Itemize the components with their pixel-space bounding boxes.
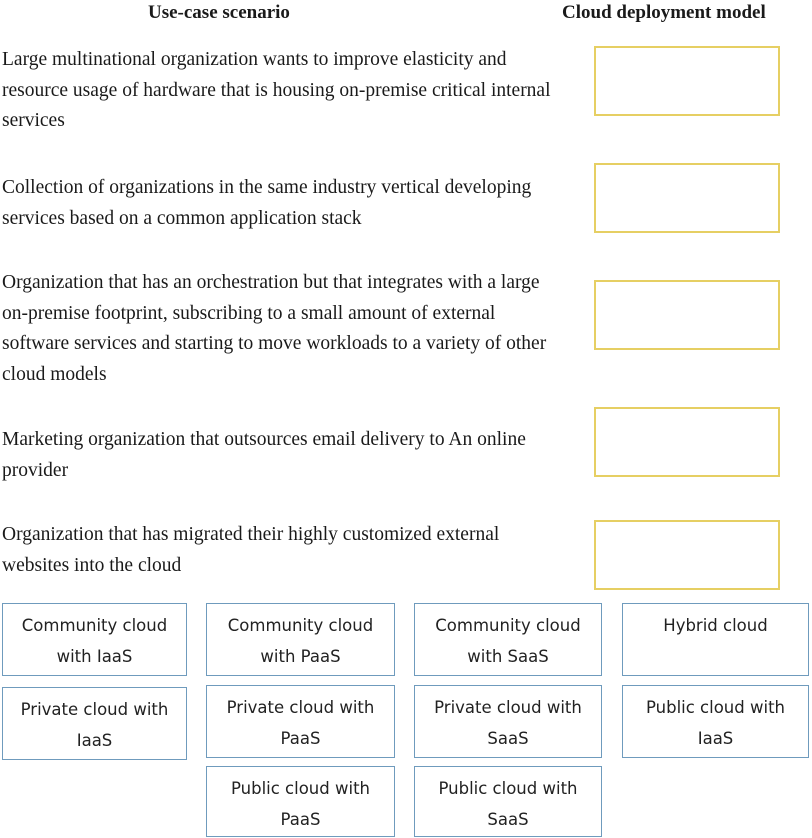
option-hybrid-cloud[interactable]: Hybrid cloud [622, 603, 809, 676]
scenario-4-text: Marketing organization that outsources e… [2, 429, 526, 481]
cloud-deployment-model-header: Cloud deployment model [562, 2, 766, 23]
option-label: Community cloud with SaaS [435, 616, 581, 666]
option-private-cloud-paas[interactable]: Private cloud with PaaS [206, 685, 395, 758]
option-label: Community cloud with IaaS [21, 616, 168, 666]
option-label: Hybrid cloud [663, 616, 768, 635]
option-private-cloud-saas[interactable]: Private cloud with SaaS [414, 685, 602, 758]
scenario-3-text: Organization that has an orchestration b… [2, 272, 547, 385]
option-public-cloud-saas[interactable]: Public cloud with SaaS [414, 766, 602, 837]
option-label: Public cloud with SaaS [438, 779, 578, 829]
option-label: Community cloud with PaaS [227, 616, 374, 666]
option-label: Private cloud with SaaS [434, 698, 582, 748]
option-community-cloud-iaas[interactable]: Community cloud with IaaS [2, 603, 187, 676]
scenario-5-text: Organization that has migrated their hig… [2, 524, 500, 576]
answer-slot-3[interactable] [594, 280, 780, 350]
option-community-cloud-saas[interactable]: Community cloud with SaaS [414, 603, 602, 676]
answer-slot-5[interactable] [594, 520, 780, 590]
answer-slot-2[interactable] [594, 163, 780, 233]
option-private-cloud-iaas[interactable]: Private cloud with IaaS [2, 687, 187, 760]
scenario-2-text: Collection of organizations in the same … [2, 177, 532, 229]
option-label: Private cloud with IaaS [20, 700, 169, 750]
answer-slot-1[interactable] [594, 46, 780, 116]
option-label: Public cloud with PaaS [230, 779, 370, 829]
scenario-1-text: Large multinational organization wants t… [2, 49, 551, 131]
option-public-cloud-paas[interactable]: Public cloud with PaaS [206, 766, 395, 837]
option-public-cloud-iaas[interactable]: Public cloud with IaaS [622, 685, 809, 758]
answer-slot-4[interactable] [594, 407, 780, 477]
option-label: Private cloud with PaaS [226, 698, 375, 748]
option-community-cloud-paas[interactable]: Community cloud with PaaS [206, 603, 395, 676]
use-case-scenario-header: Use-case scenario [148, 2, 290, 23]
option-label: Public cloud with IaaS [645, 698, 785, 748]
